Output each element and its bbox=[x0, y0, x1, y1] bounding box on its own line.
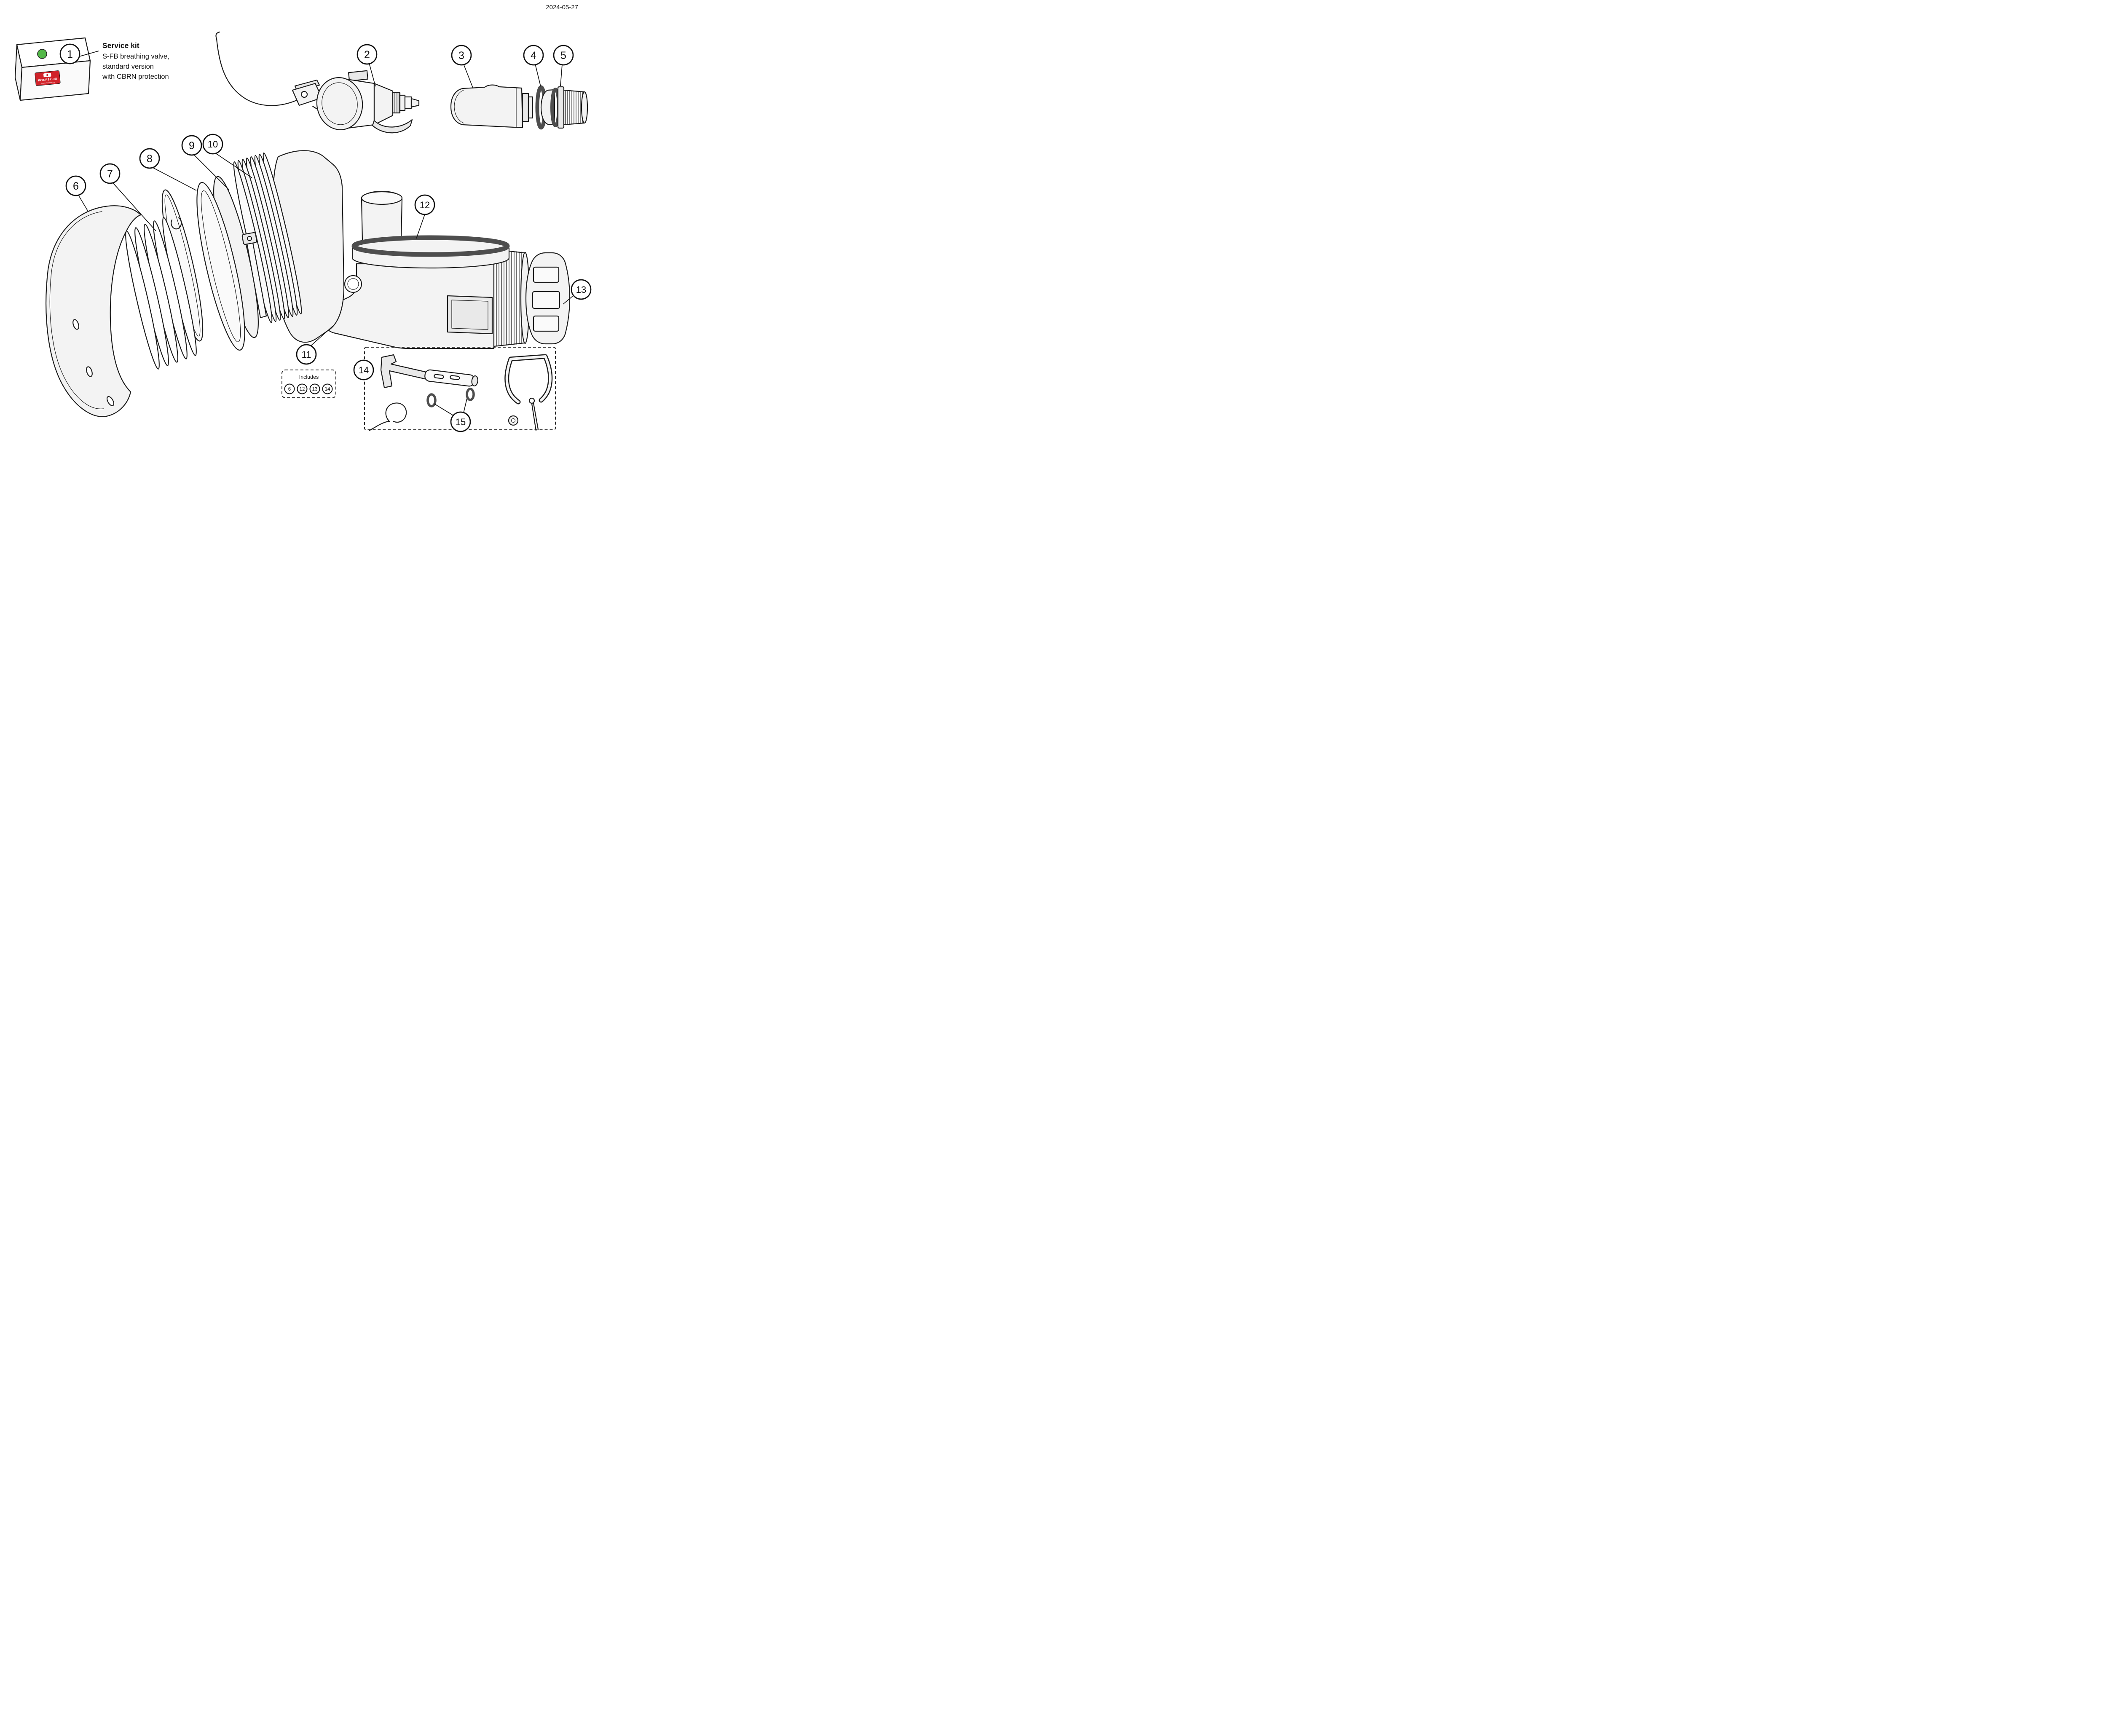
svg-text:3: 3 bbox=[458, 50, 464, 62]
kit-label: Service kit S-FB breathing valve, standa… bbox=[102, 41, 169, 80]
callout-15: 15 bbox=[450, 411, 471, 432]
callout-11: 11 bbox=[296, 344, 317, 365]
part-13-lock-nut bbox=[525, 252, 571, 345]
svg-text:10: 10 bbox=[208, 139, 218, 150]
leader-lines bbox=[78, 51, 574, 417]
callout-3: 3 bbox=[451, 45, 472, 66]
svg-text:15: 15 bbox=[456, 417, 466, 427]
callout-8: 8 bbox=[139, 148, 160, 169]
callout-14: 14 bbox=[353, 359, 374, 380]
svg-text:14: 14 bbox=[359, 365, 369, 375]
kit-title: Service kit bbox=[102, 41, 139, 50]
includes-box: Includes 6 12 13 14 bbox=[281, 370, 336, 398]
svg-text:8: 8 bbox=[147, 153, 153, 165]
svg-text:13: 13 bbox=[576, 284, 586, 295]
kit-line-2: standard version bbox=[102, 63, 154, 70]
svg-text:9: 9 bbox=[189, 140, 195, 152]
kit-line-1: S-FB breathing valve, bbox=[102, 53, 169, 60]
svg-text:12: 12 bbox=[300, 387, 305, 392]
kit-line-3: with CBRN protection bbox=[102, 73, 169, 80]
document-date: 2024-05-27 bbox=[546, 4, 578, 11]
svg-text:2: 2 bbox=[364, 49, 370, 61]
service-kit-box: INTERSPIRO Keeps You Breathing bbox=[14, 37, 91, 101]
includes-item-6 bbox=[284, 383, 295, 394]
includes-item-14 bbox=[322, 383, 333, 394]
callout-12: 12 bbox=[414, 194, 435, 215]
svg-text:12: 12 bbox=[420, 200, 430, 210]
logo-brand-text: INTERSPIRO bbox=[38, 78, 57, 82]
includes-item-13 bbox=[309, 383, 320, 394]
part-15-washers bbox=[426, 388, 475, 407]
callout-7: 7 bbox=[99, 163, 121, 184]
part-7-ring-stack bbox=[125, 217, 197, 370]
includes-label: Includes bbox=[299, 374, 319, 380]
svg-text:6: 6 bbox=[288, 387, 291, 392]
spring bbox=[368, 402, 407, 431]
svg-text:4: 4 bbox=[531, 50, 536, 62]
part-2-breathing-valve bbox=[215, 31, 420, 134]
split-pin bbox=[528, 397, 539, 431]
retaining-clip bbox=[504, 354, 553, 405]
kit-green-dot bbox=[37, 49, 47, 59]
part-11-housing bbox=[324, 190, 530, 349]
membrane-clip-strap bbox=[241, 232, 267, 319]
part-12-o-ring bbox=[351, 235, 510, 257]
diagram-canvas: 2024-05-27 INTERSPIRO Keeps You Breathin… bbox=[14, 4, 592, 432]
part-9-membrane-disc bbox=[196, 182, 245, 351]
svg-text:5: 5 bbox=[560, 50, 566, 62]
svg-text:14: 14 bbox=[325, 387, 330, 392]
callout-10: 10 bbox=[202, 134, 223, 155]
c-clip bbox=[171, 217, 182, 230]
washer bbox=[508, 415, 519, 426]
exploded-parts-diagram-page: 2024-05-27 INTERSPIRO Keeps You Breathin… bbox=[0, 0, 592, 434]
svg-text:6: 6 bbox=[73, 180, 79, 192]
logo-tagline-text: Keeps You Breathing bbox=[41, 81, 55, 84]
interspiro-logo: INTERSPIRO Keeps You Breathing bbox=[35, 70, 61, 86]
part-5-threaded-fitting bbox=[540, 86, 588, 129]
callout-2: 2 bbox=[357, 44, 378, 65]
callout-5: 5 bbox=[553, 45, 574, 66]
callout-9: 9 bbox=[181, 135, 202, 156]
svg-text:1: 1 bbox=[67, 48, 73, 60]
callout-6: 6 bbox=[65, 175, 86, 196]
svg-text:11: 11 bbox=[302, 349, 311, 360]
part-6-outer-cover bbox=[46, 205, 142, 417]
callout-13: 13 bbox=[571, 279, 592, 300]
svg-text:13: 13 bbox=[312, 387, 318, 392]
callout-4: 4 bbox=[523, 45, 544, 66]
callout-1: 1 bbox=[59, 43, 80, 64]
part-3-connector-sleeve bbox=[450, 84, 533, 129]
includes-item-12 bbox=[297, 383, 308, 394]
svg-text:7: 7 bbox=[107, 168, 113, 180]
part-14-lever-assembly bbox=[380, 354, 478, 388]
